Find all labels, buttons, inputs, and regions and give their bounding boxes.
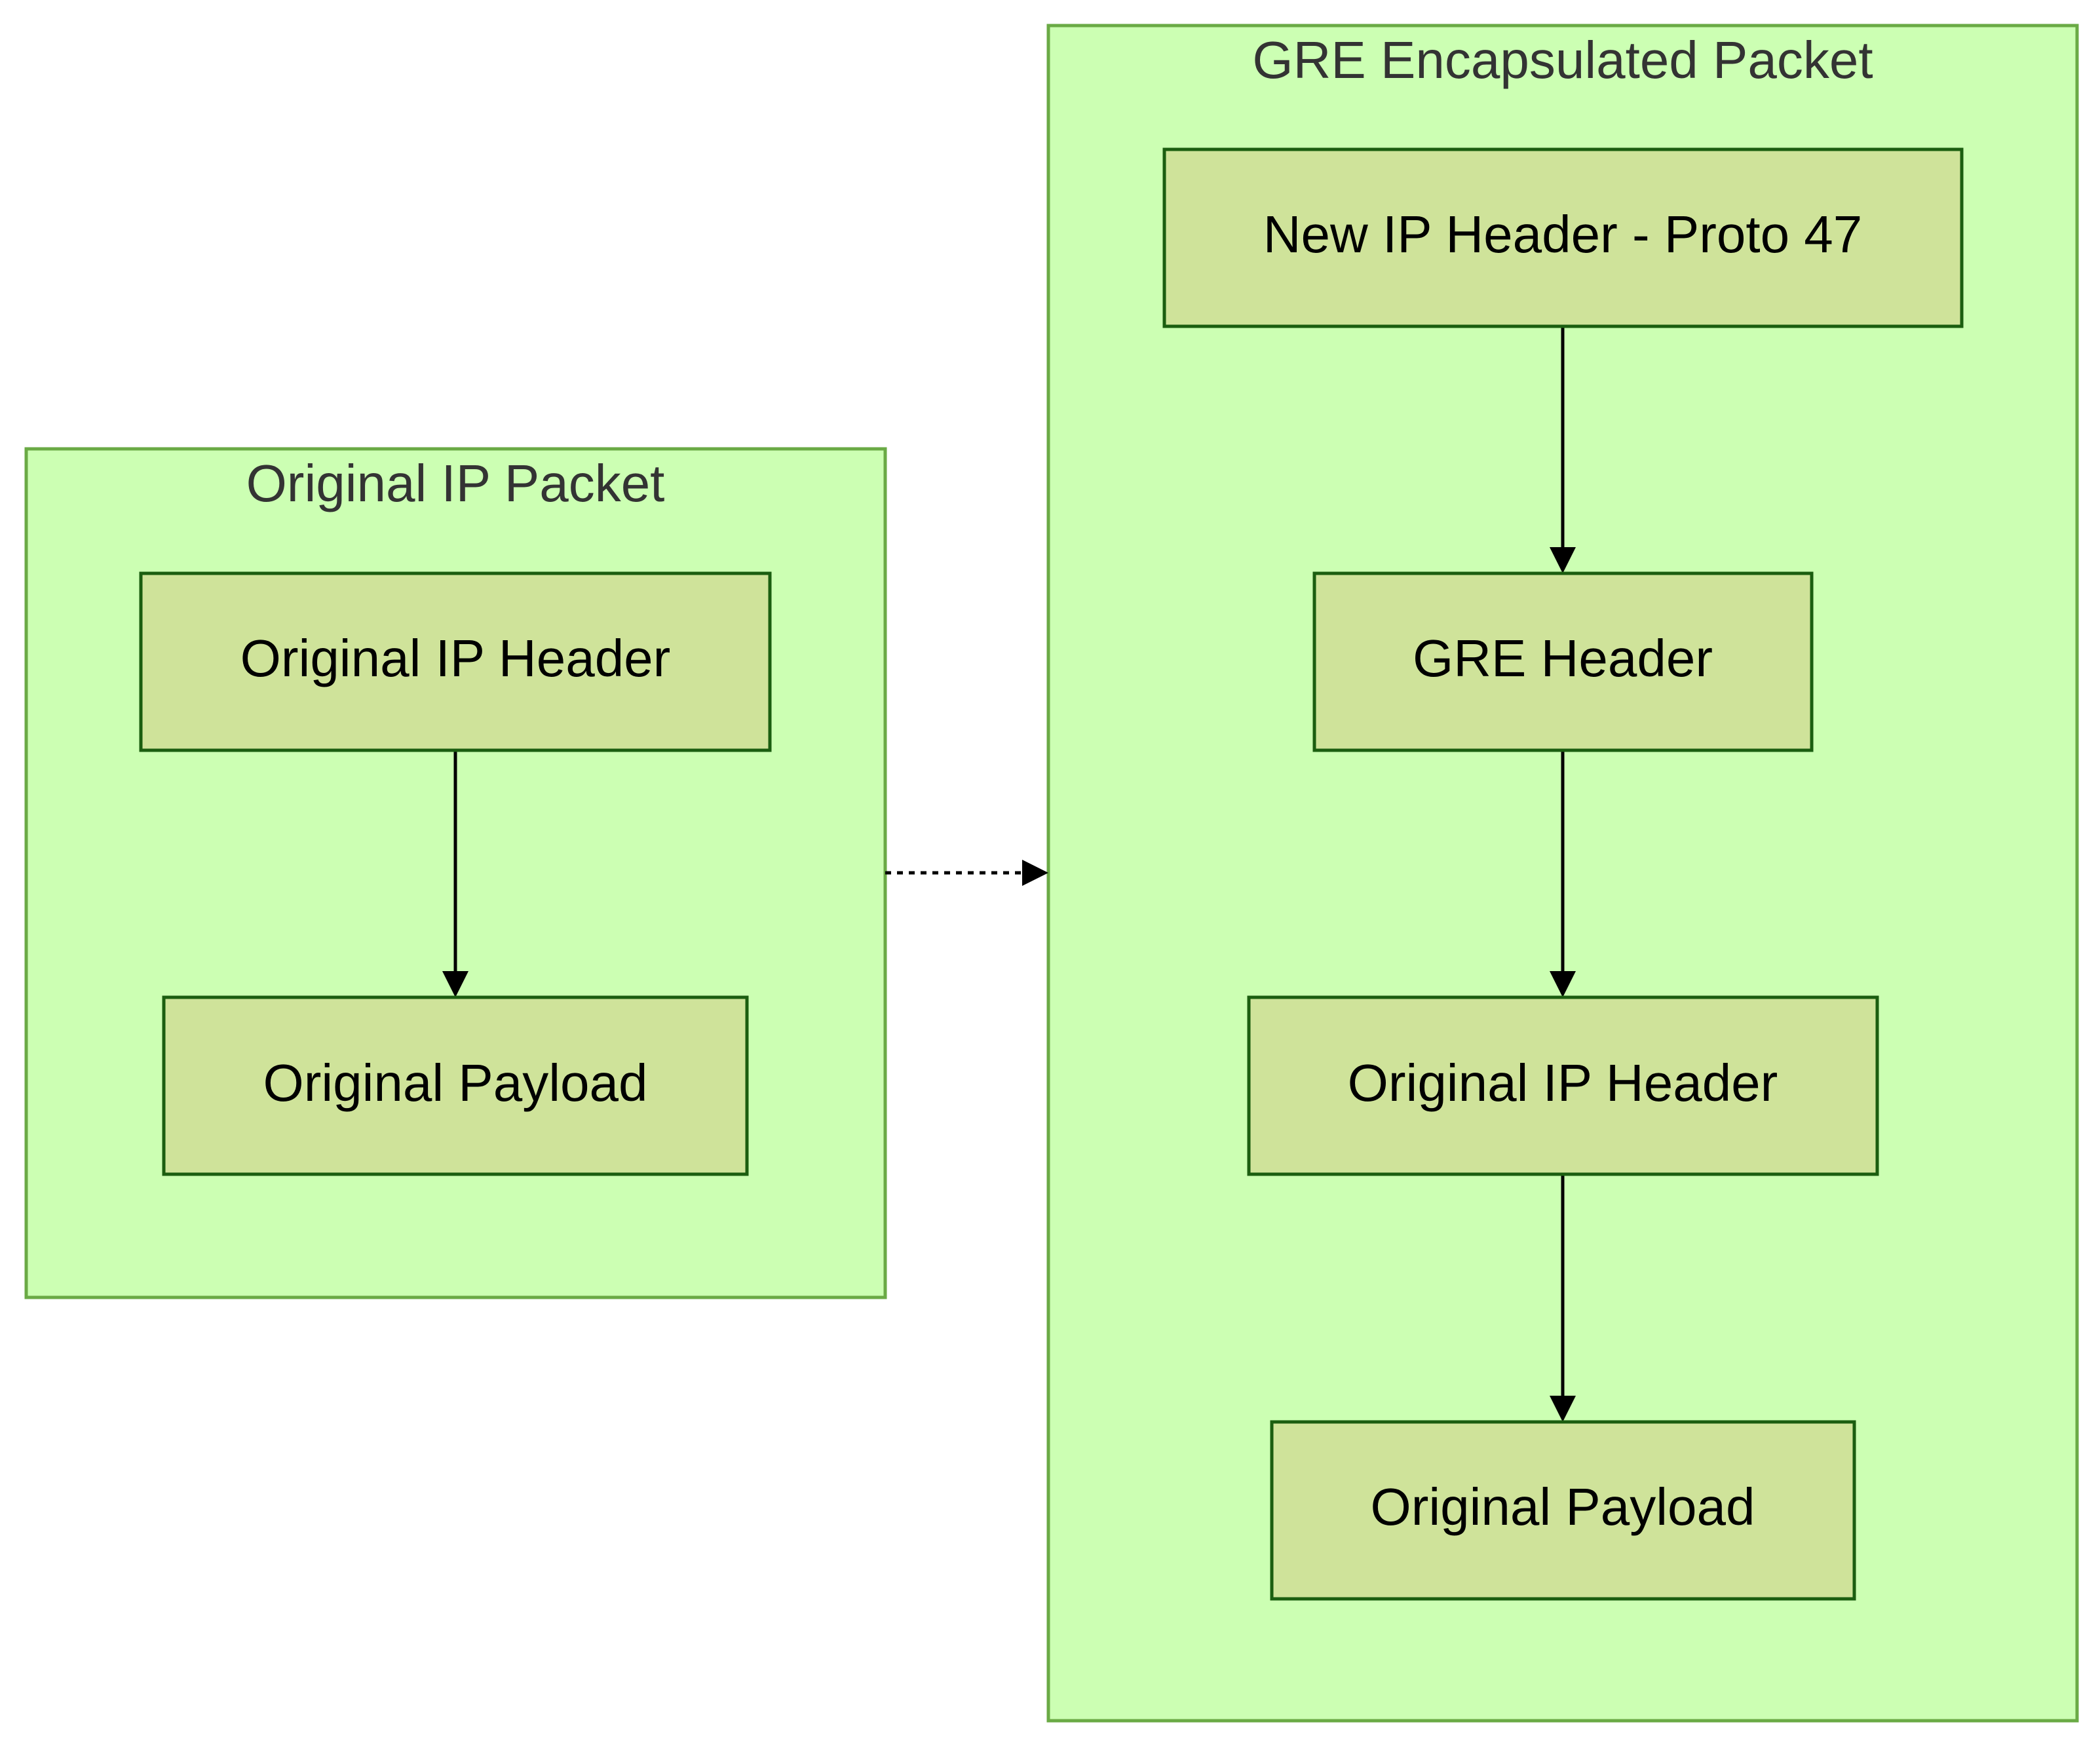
node-original-payload-label: Original Payload: [263, 1054, 648, 1112]
node-original-ip-header-label: Original IP Header: [240, 629, 671, 687]
arrowhead-orig-header-to-payload: [442, 971, 468, 997]
arrowhead-gre-orig-ip-to-payload: [1550, 1396, 1576, 1422]
cluster-gre-encapsulated-packet-title: GRE Encapsulated Packet: [1252, 31, 1873, 89]
node-new-ip-header-label: New IP Header - Proto 47: [1263, 205, 1863, 263]
node-gre-original-payload[interactable]: Original Payload: [1270, 1420, 1856, 1601]
arrowhead-gre-header-to-orig-ip: [1550, 971, 1576, 997]
node-new-ip-header[interactable]: New IP Header - Proto 47: [1162, 147, 1964, 328]
arrowhead-new-ip-to-gre-header: [1550, 547, 1576, 573]
node-gre-header-box[interactable]: [1312, 571, 1814, 752]
edges: [442, 326, 1576, 1422]
node-gre-header-label: GRE Header: [1413, 629, 1713, 687]
arrowhead-original-to-gre: [1022, 860, 1048, 886]
node-original-payload[interactable]: Original Payload: [162, 995, 749, 1176]
node-gre-original-payload-label: Original Payload: [1371, 1478, 1755, 1536]
node-original-ip-header[interactable]: Original IP Header: [139, 571, 772, 752]
node-gre-original-ip-header-label: Original IP Header: [1348, 1054, 1778, 1112]
cluster-original-ip-packet-title: Original IP Packet: [246, 454, 665, 512]
node-original-payload-box[interactable]: [162, 995, 749, 1176]
node-gre-original-payload-box[interactable]: [1270, 1420, 1856, 1601]
node-new-ip-header-box[interactable]: [1162, 147, 1964, 328]
node-gre-original-ip-header[interactable]: Original IP Header: [1247, 995, 1879, 1176]
node-gre-original-ip-header-box[interactable]: [1247, 995, 1879, 1176]
node-original-ip-header-box[interactable]: [139, 571, 772, 752]
node-gre-header[interactable]: GRE Header: [1312, 571, 1814, 752]
